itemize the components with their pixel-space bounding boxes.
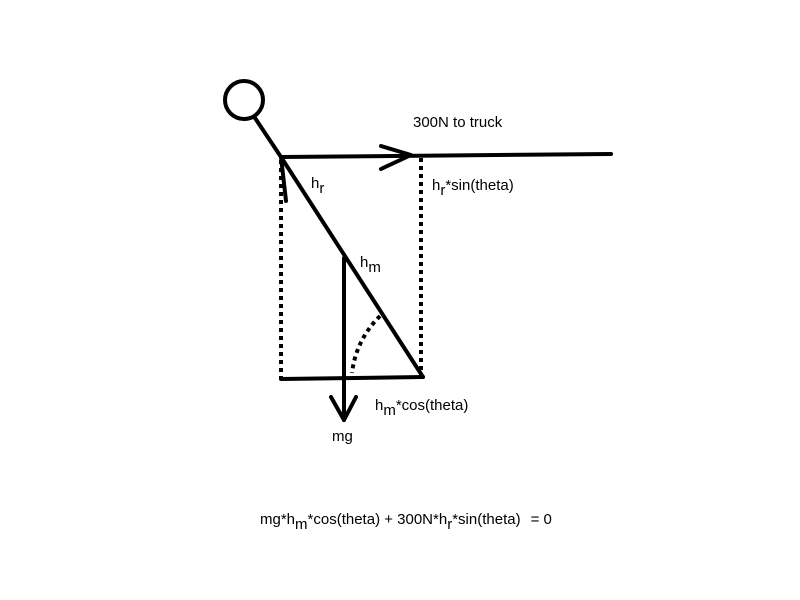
theta-angle-arc: [350, 314, 382, 374]
body-diagonal-line: [279, 155, 425, 379]
weight-arrowhead: [329, 395, 358, 422]
hm-cos-label: hm*cos(theta): [375, 397, 468, 419]
hr-sin-label: hr*sin(theta): [432, 177, 514, 199]
hr-label: hr: [311, 175, 324, 197]
pivot-tick: [279, 155, 288, 203]
hm-label: hm: [360, 254, 381, 276]
force-to-truck-label: 300N to truck: [413, 114, 503, 131]
neck-line: [253, 116, 283, 159]
rope-arrowhead: [379, 144, 413, 171]
rope-line: [279, 152, 613, 159]
moment-equation: mg*hm*cos(theta) + 300N*hr*sin(theta)= 0: [260, 511, 552, 533]
head-circle: [223, 79, 265, 121]
weight-label: mg: [332, 428, 353, 445]
ground-line: [279, 375, 425, 381]
